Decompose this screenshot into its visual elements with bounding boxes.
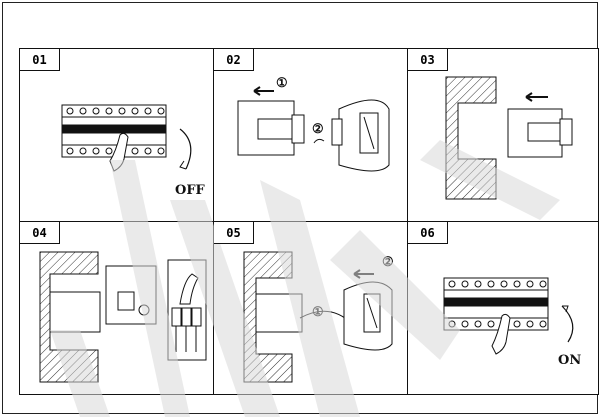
marker-2: ②	[382, 255, 394, 270]
step-number: 02	[214, 49, 254, 71]
step-number: 01	[20, 49, 60, 71]
terminal-detail	[167, 259, 207, 361]
step-number: 04	[20, 222, 60, 244]
step-panel-04: 04	[19, 221, 214, 395]
breaker-screws-top	[448, 280, 547, 288]
step-number: 06	[408, 222, 448, 244]
attach-cover-illustration: ① ②	[243, 251, 394, 383]
wire-icon	[313, 138, 325, 144]
rotate-arrow-icon	[179, 128, 192, 170]
separate-module-illustration: ① ②	[237, 76, 390, 172]
arrow-left-icon	[525, 92, 548, 102]
step-panel-06: 06	[407, 221, 599, 395]
marker-2: ②	[312, 122, 324, 137]
step-panel-02: 02 ① ②	[213, 48, 408, 222]
step-panel-05: 05 ① ②	[213, 221, 408, 395]
hand-icon	[109, 132, 129, 172]
on-caption: ON	[558, 353, 581, 368]
step-number: 03	[408, 49, 448, 71]
insert-into-box-illustration	[445, 76, 573, 200]
breaker-screws-bottom	[448, 320, 547, 328]
hand-icon	[491, 313, 511, 355]
breaker-off-illustration: OFF	[61, 104, 206, 198]
marker-1: ①	[276, 76, 288, 91]
breaker-on-illustration: ON	[443, 277, 581, 368]
wall-box-hatched	[445, 76, 497, 200]
arrow-left-icon	[253, 86, 274, 96]
breaker-screws-top	[66, 107, 165, 115]
off-caption: OFF	[175, 183, 206, 198]
step-panel-03: 03	[407, 48, 599, 222]
rotate-arrow-icon	[561, 305, 574, 343]
arrow-left-icon	[353, 269, 374, 279]
step-number: 05	[214, 222, 254, 244]
steps-grid: 01	[19, 48, 599, 395]
step-panel-01: 01	[19, 48, 214, 222]
wiring-illustration	[39, 251, 207, 383]
marker-1: ①	[312, 305, 324, 320]
